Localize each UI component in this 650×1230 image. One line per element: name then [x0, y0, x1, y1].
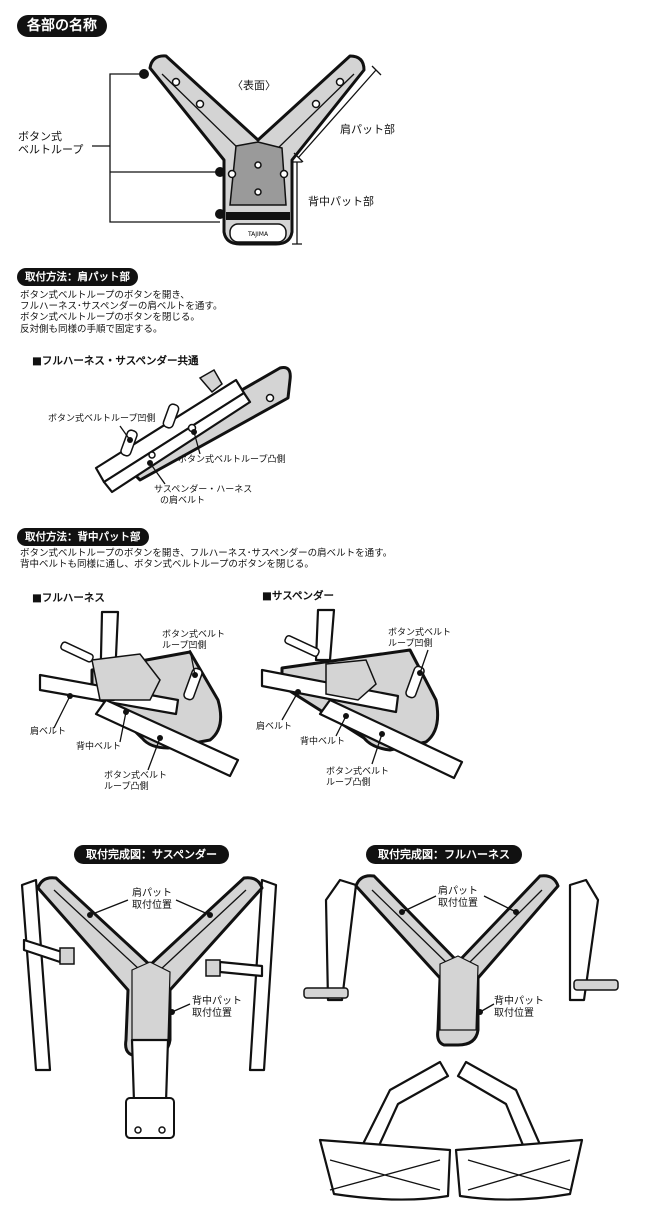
suspender-label-back-belt: 背中ベルト — [300, 737, 346, 747]
button-loop-label: ボタン式 ベルトループ — [18, 130, 84, 156]
shoulder-pad-label: 肩パット部 — [340, 123, 395, 136]
shoulder-subheading: ■フルハーネス・サスペンダー共通 — [32, 355, 199, 367]
suspender-label-convex: ボタン式ベルト ループ凸側 — [326, 767, 390, 788]
complete-full-harness-label-back: 背中パット 取付位置 — [494, 996, 544, 1019]
back-pad-label: 背中パット部 — [308, 195, 374, 208]
shoulder-label-concave: ボタン式ベルトループ凹側 — [48, 414, 156, 424]
part-names-diagram: TAJIMA — [92, 54, 382, 246]
full-harness-label-convex: ボタン式ベルト ループ凸側 — [104, 771, 168, 792]
complete-full-harness-label-shoulder: 肩パット 取付位置 — [438, 886, 478, 909]
shoulder-label-belt: サスペンダー・ハーネス の肩ベルト — [154, 485, 253, 506]
full-harness-label-concave: ボタン式ベルト ループ凹側 — [162, 630, 226, 651]
section-heading-complete-full-harness: 取付完成図：フルハーネス — [366, 845, 522, 864]
full-harness-label-shoulder-belt: 肩ベルト — [30, 727, 67, 737]
back-attach-diagrams — [38, 608, 464, 780]
shoulder-label-convex: ボタン式ベルトループ凸側 — [178, 455, 286, 465]
section-heading-part-names: 各部の名称 — [17, 15, 107, 37]
section-heading-shoulder: 取付方法：肩パット部 — [17, 268, 138, 286]
complete-suspender-label-back: 背中パット 取付位置 — [192, 996, 242, 1019]
back-instructions: ボタン式ベルトループのボタンを開き、フルハーネス･サスペンダーの肩ベルトを通す。… — [20, 548, 393, 571]
section-heading-back: 取付方法：背中パット部 — [17, 528, 149, 546]
shoulder-instructions: ボタン式ベルトループのボタンを開き、 フルハーネス･サスペンダーの肩ベルトを通す… — [20, 290, 223, 335]
full-harness-label-back-belt: 背中ベルト — [76, 742, 122, 752]
suspender-subheading: ■サスペンダー — [262, 590, 334, 602]
suspender-label-shoulder-belt: 肩ベルト — [256, 722, 293, 732]
complete-suspender-label-shoulder: 肩パット 取付位置 — [132, 888, 172, 911]
suspender-label-concave: ボタン式ベルト ループ凹側 — [388, 628, 452, 649]
shoulder-attach-diagram — [94, 366, 292, 494]
section-heading-complete-suspender: 取付完成図：サスペンダー — [74, 845, 230, 864]
full-harness-subheading: ■フルハーネス — [32, 592, 105, 604]
pad-logo: TAJIMA — [247, 231, 269, 238]
surface-label: 〈表面〉 — [232, 79, 276, 92]
